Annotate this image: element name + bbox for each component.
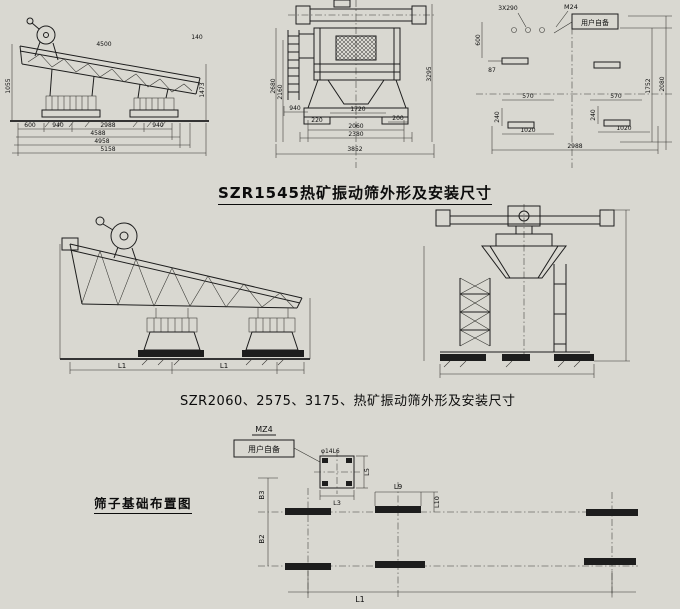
dim-label-1020b: 1020	[616, 125, 631, 132]
dim-label-3852: 3852	[347, 146, 362, 153]
dimension-lines	[423, 209, 630, 378]
szr1545-side-view-drawing: 4500 140 1055 1473 600 940 2988 940 4588…	[5, 17, 209, 156]
springs-right	[248, 308, 296, 333]
dim-label-1055: 1055	[5, 78, 12, 93]
dim-label-3295: 3295	[426, 66, 433, 81]
dim-label-1752: 1752	[645, 78, 652, 93]
dim-label-2380: 2380	[348, 131, 363, 138]
dim-label-2080: 2080	[659, 76, 666, 91]
base-frame	[303, 107, 409, 125]
exciter-unit	[95, 216, 138, 261]
dim-label-570a: 570	[522, 93, 534, 100]
dim-label-2160: 2160	[277, 84, 284, 99]
dim-label-1720: 1720	[350, 106, 365, 113]
user-supplied-label: 用户自备	[248, 444, 280, 454]
feed-hopper	[481, 233, 567, 279]
dim-label-220: 220	[311, 117, 323, 124]
dim-label-600: 600	[475, 34, 482, 46]
dim-label-l9: L9	[394, 483, 402, 491]
dim-label-570b: 570	[610, 93, 622, 100]
centerlines	[288, 0, 434, 168]
screen-deck-truss	[61, 237, 303, 309]
base-pads	[440, 354, 594, 368]
screen-deck	[19, 45, 201, 99]
dim-label-200: 200	[392, 115, 404, 122]
dim-label-2060: 2060	[348, 123, 363, 130]
discharge-hopper	[307, 79, 407, 109]
mz4-callout	[233, 434, 321, 463]
dim-label-4958: 4958	[94, 138, 109, 145]
foundation-centerlines	[258, 482, 638, 598]
szr2060-side-view-drawing: L1 L1	[59, 216, 311, 374]
dimension-lines	[11, 44, 207, 156]
foundation-layout-plan: MZ4 用户自备 φ14L6 L5 L3 L9 L10 B3 B2 L1	[233, 425, 638, 604]
dim-label-4588: 4588	[90, 130, 105, 137]
dim-label-940: 940	[289, 105, 301, 112]
ladder	[287, 30, 314, 100]
szr1545-installation-plan: 3X290 M24 用户自备 600 87 570 570 240 240 10…	[475, 3, 672, 168]
caption-foundation-plan: 筛子基础布置图	[94, 493, 193, 514]
dim-label-l1a: L1	[118, 362, 126, 370]
dimension-lines	[481, 15, 672, 154]
dim-label-l5: L5	[363, 468, 371, 476]
centerlines	[476, 14, 672, 168]
dim-label-m24: M24	[564, 3, 578, 11]
dim-label-87: 87	[488, 67, 496, 74]
label-anchor-spec: φ14L6	[321, 448, 340, 455]
dim-label-5158: 5158	[100, 146, 115, 153]
base-pedestals	[60, 331, 310, 366]
dim-label-l1: L1	[355, 595, 365, 604]
exciter-unit	[26, 17, 59, 61]
dim-label-240a: 240	[494, 111, 501, 123]
springs-right	[133, 97, 175, 111]
dim-label-b3: B3	[258, 490, 266, 499]
dim-label-240b: 240	[590, 109, 597, 121]
caption-szr1545: SZR1545热矿振动筛外形及安装尺寸	[218, 182, 492, 205]
bolt-holes	[511, 10, 573, 34]
dim-label-140: 140	[191, 34, 203, 41]
user-supplied-box	[571, 13, 619, 30]
base-pedestals	[10, 109, 209, 128]
dimension-lines	[258, 477, 636, 596]
screen-body-front	[313, 27, 401, 81]
dim-label-b2: B2	[258, 534, 266, 543]
shaft-assembly	[295, 0, 427, 25]
szr2060-end-view-drawing	[423, 204, 630, 378]
dim-label-l10: L10	[433, 496, 441, 508]
dim-label-940b: 940	[152, 122, 164, 129]
dim-label-940a: 940	[52, 122, 64, 129]
dim-label-l3: L3	[333, 499, 341, 507]
dim-label-l1b: L1	[220, 362, 228, 370]
support-tower	[440, 264, 590, 353]
label-mz4: MZ4	[255, 425, 272, 434]
springs-left	[146, 308, 198, 333]
dim-label-2680: 2680	[270, 78, 277, 93]
user-supplied-label: 用户自备	[581, 18, 609, 27]
dimension-lines	[59, 244, 311, 374]
dim-label-2988: 2988	[567, 143, 582, 150]
drive-assembly	[435, 205, 615, 234]
szr1545-end-view-drawing: 2680 2160 3295 940 1720 220 200 2060 238…	[270, 0, 435, 168]
dim-label-1473: 1473	[199, 82, 206, 97]
anchor-detail	[314, 450, 368, 500]
dim-label-600: 600	[24, 122, 36, 129]
caption-szr2060: SZR2060、2575、3175、热矿振动筛外形及安装尺寸	[180, 394, 516, 409]
dim-label-1020a: 1020	[520, 127, 535, 134]
springs-left	[45, 95, 97, 111]
dim-label-2988: 2988	[100, 122, 115, 129]
anchor-plates	[285, 506, 638, 570]
dimension-lines	[275, 4, 435, 158]
dim-label-3x290: 3X290	[498, 5, 518, 12]
dim-label-4500: 4500	[96, 41, 111, 48]
anchor-slots	[501, 57, 631, 129]
